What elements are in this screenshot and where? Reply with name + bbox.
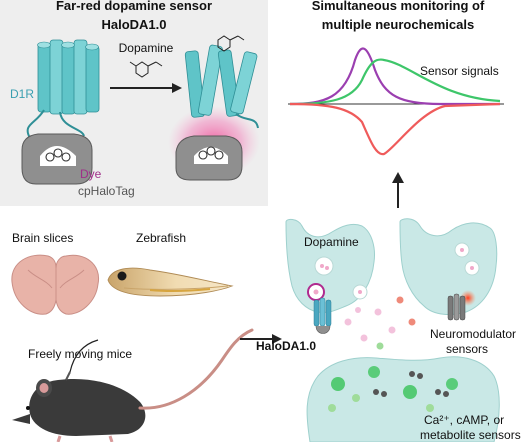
signals-label: Sensor signals	[420, 64, 499, 78]
neuromodulator-label-line1: Neuromodulator	[430, 327, 516, 341]
signal-trace-red	[289, 102, 501, 156]
right-arrow-icon	[240, 334, 282, 344]
panel-title-line1: Far-red dopamine sensor	[56, 0, 212, 13]
halotag-bound-icon	[175, 135, 243, 181]
up-arrow-icon	[392, 172, 404, 208]
arrow-label: Dopamine	[119, 41, 174, 55]
brain-slice-icon	[11, 254, 100, 315]
sensor-label: HaloDA1.0	[256, 339, 316, 353]
mouse-icon	[12, 328, 254, 442]
halotag-icon	[21, 133, 93, 185]
panel-title-line2: HaloDA1.0	[101, 17, 166, 32]
applications-panel: Brain slices Zebrafish Freely moving mic…	[11, 231, 254, 442]
tag-label: cpHaloTag	[78, 184, 135, 198]
receptor-bound-icon	[184, 35, 259, 129]
postsynaptic-sensors	[328, 366, 458, 412]
dopamine-molecule-icon	[129, 61, 163, 78]
dopamine-label: Dopamine	[304, 235, 359, 249]
zebrafish-icon	[107, 267, 234, 297]
vesicles	[307, 242, 480, 301]
right-arrow-icon	[110, 83, 182, 93]
dye-label: Dye	[80, 167, 102, 181]
signal-trace-green	[289, 58, 501, 106]
synapse-panel: Dopamine HaloDA1.0 Neuromodulator sensor…	[256, 218, 521, 442]
postsynaptic-label-line2: metabolite sensors	[420, 428, 521, 442]
neuromodulator-label-line2: sensors	[446, 342, 488, 356]
signal-trace-purple	[289, 47, 500, 106]
monitoring-title-line1: Simultaneous monitoring of	[312, 0, 485, 13]
neuromodulator-sensor-icon	[447, 293, 466, 321]
receptor-label: D1R	[10, 87, 34, 101]
mice-label: Freely moving mice	[28, 347, 132, 361]
zebrafish-label: Zebrafish	[136, 231, 186, 245]
monitoring-title-line2: multiple neurochemicals	[322, 17, 474, 32]
postsynaptic-label-line1: Ca²⁺, cAMP, or	[424, 413, 504, 427]
sensor-design-panel: Far-red dopamine sensor HaloDA1.0 D1R	[0, 0, 268, 206]
monitoring-panel: Simultaneous monitoring of multiple neur…	[288, 0, 504, 208]
brain-slices-label: Brain slices	[12, 231, 73, 245]
receptor-icon	[26, 39, 100, 139]
neurotransmitter-dots	[344, 296, 416, 350]
neuron-right-icon	[399, 218, 498, 315]
halo-sensor-icon	[313, 297, 332, 334]
